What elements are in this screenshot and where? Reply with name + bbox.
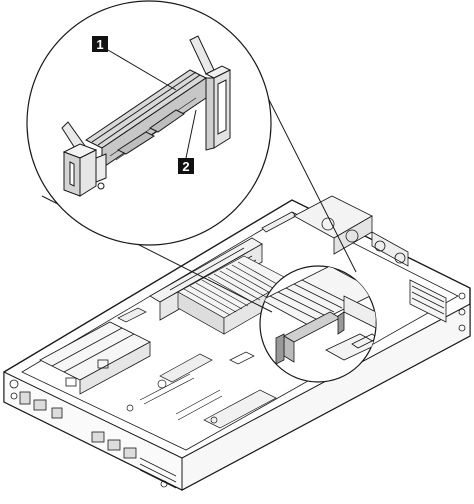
board-components	[117, 307, 277, 429]
detail-view	[26, 0, 272, 246]
drive-bays	[39, 321, 151, 395]
callouts: 1 2	[92, 36, 197, 174]
callout-2-leader	[185, 109, 197, 159]
chassis-right-face	[181, 303, 471, 491]
front-panel	[9, 379, 177, 489]
callout-2-badge: 2	[178, 158, 194, 174]
fan-bays	[293, 195, 409, 267]
callout-1-badge: 1	[92, 36, 108, 52]
callout-1-leader	[107, 49, 177, 91]
side-vents	[409, 279, 466, 332]
module-location-highlight	[259, 265, 377, 383]
front-bracket	[62, 143, 107, 197]
server-chassis	[3, 195, 471, 491]
callout-1-label: 1	[96, 37, 103, 52]
callout-2-label: 2	[182, 159, 189, 174]
m2-retainer-clip	[204, 65, 232, 151]
